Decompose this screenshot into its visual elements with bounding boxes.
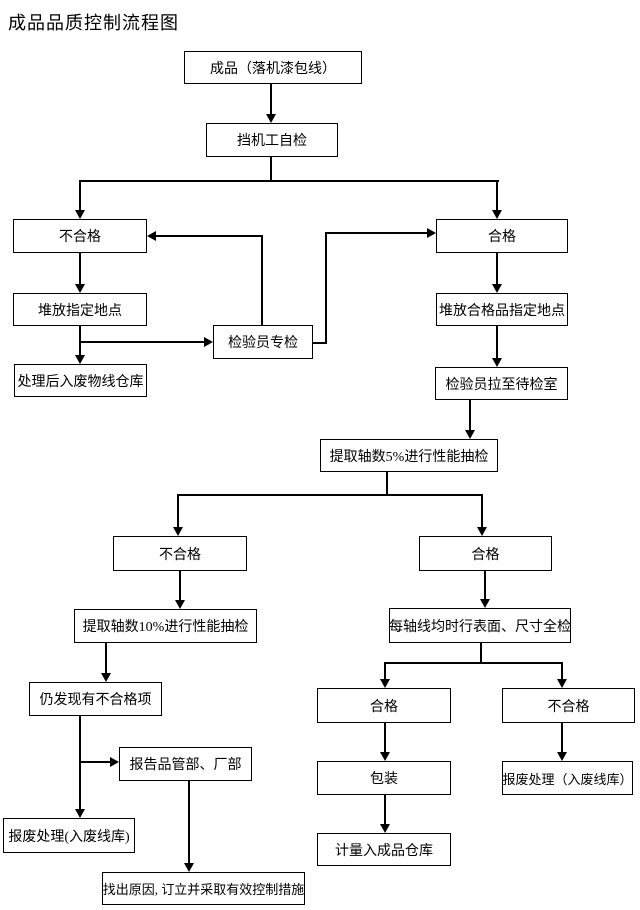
edge-fail1-pile-arrowhead — [75, 284, 85, 293]
edge-pass1-pilequal-line — [496, 253, 498, 285]
edge-split-to-pass2-line — [481, 494, 483, 528]
edge-sample10-stillfail-line — [105, 643, 107, 674]
edge-report-findcause-line — [188, 781, 190, 864]
edge-split-to-fail3-arrowhead — [557, 679, 567, 688]
node-pile-designated: 堆放指定地点 — [13, 293, 147, 326]
edge-split-to-fail1-line — [79, 180, 81, 211]
node-inspector-pull-room: 检验员拉至待检室 — [435, 367, 568, 400]
edge-pile-inspector-line — [79, 341, 205, 343]
node-full-surface-check: 每轴线均时行表面、尺寸全检 — [389, 608, 571, 643]
edge-fullcheck-stem-line — [480, 643, 482, 664]
edge-pile-inspector-arrowhead — [204, 337, 213, 347]
node-pile-qualified: 堆放合格品指定地点 — [436, 293, 568, 326]
edge-inspector-pass1-arrowhead — [427, 228, 436, 238]
edge-pass3-packing-line — [384, 723, 386, 753]
edge-pass2-fullcheck-arrowhead — [480, 599, 490, 608]
node-waste-after-treatment: 处理后入废物线仓库 — [14, 364, 147, 397]
node-inspector-special-check: 检验员专检 — [213, 325, 313, 359]
node-sample-10-percent: 提取轴数10%进行性能抽检 — [74, 609, 257, 643]
edge-inspector-pass1-stub-line — [313, 342, 327, 344]
edge-report-findcause-arrowhead — [184, 863, 194, 872]
edge-product-selfcheck-arrowhead — [266, 114, 276, 123]
edge-split-to-fail2-arrowhead — [173, 527, 183, 536]
node-fail-2: 不合格 — [113, 536, 247, 571]
edge-pass2-fullcheck-line — [484, 571, 486, 600]
node-pass-3: 合格 — [317, 688, 451, 723]
edge-fail3-scrap-line — [561, 723, 563, 753]
node-scrap-right: 报废处理（入废线库） — [502, 761, 633, 795]
edge-product-selfcheck-line — [270, 84, 272, 114]
node-still-fail-items: 仍发现有不合格项 — [29, 682, 162, 716]
edge-stillfail-scrap-arrowhead — [75, 809, 85, 818]
edge-stillfail-report-arrowhead — [110, 757, 119, 767]
node-packing: 包装 — [317, 761, 451, 795]
edge-fail3-scrap-arrowhead — [557, 752, 567, 761]
edge-sample5-stem-line — [386, 472, 388, 496]
edge-packing-weigh-line — [384, 795, 386, 825]
edge-inspector-fail1-vline — [261, 235, 263, 325]
edge-pile-waste-arrowhead — [75, 355, 85, 364]
edge-pilequal-pullroom-line — [496, 326, 498, 359]
node-finished-product: 成品（落机漆包线） — [184, 51, 362, 84]
node-fail-1: 不合格 — [13, 219, 147, 253]
edge-pilequal-pullroom-arrowhead — [492, 358, 502, 367]
edge-split-to-fail1-arrowhead — [75, 210, 85, 219]
node-pass-1: 合格 — [436, 219, 568, 253]
node-find-cause: 找出原因, 订立并采取有效控制措施 — [102, 872, 305, 905]
edge-inspector-fail1-hline — [156, 235, 263, 237]
edge-selfcheck-split-line — [79, 180, 499, 182]
edge-sample10-stillfail-arrowhead — [101, 673, 111, 682]
node-report-depts: 报告品管部、厂部 — [119, 747, 252, 781]
node-fail-3: 不合格 — [502, 688, 635, 723]
edge-pullroom-sample5-arrowhead — [465, 430, 475, 439]
edge-fail2-sample10-arrowhead — [175, 600, 185, 609]
edge-packing-weigh-arrowhead — [380, 824, 390, 833]
edge-pullroom-sample5-line — [469, 400, 471, 431]
edge-pass3-packing-arrowhead — [380, 752, 390, 761]
edge-sample5-split-line — [177, 494, 483, 496]
node-sample-5-percent: 提取轴数5%进行性能抽检 — [320, 439, 498, 472]
edge-split-to-fail2-line — [177, 494, 179, 528]
edge-fail1-pile-line — [79, 253, 81, 285]
edge-split-to-pass3-arrowhead — [380, 679, 390, 688]
node-scrap-left: 报废处理(入废线库) — [3, 818, 135, 853]
node-operator-self-check: 挡机工自检 — [206, 123, 338, 157]
edge-split-to-pass2-arrowhead — [477, 527, 487, 536]
edge-stillfail-report-line — [79, 761, 110, 763]
edge-selfcheck-stem-line — [270, 157, 272, 181]
node-weigh-into-warehouse: 计量入成品仓库 — [317, 833, 451, 866]
edge-split-to-pass1-line — [496, 180, 498, 211]
edge-fullcheck-split-line — [384, 662, 563, 664]
edge-pass1-pilequal-arrowhead — [492, 284, 502, 293]
edge-inspector-fail1-arrowhead — [147, 231, 156, 241]
edge-split-to-pass3-line — [384, 662, 386, 680]
page-title: 成品品质控制流程图 — [8, 13, 179, 33]
edge-split-to-fail3-line — [561, 662, 563, 680]
edge-split-to-pass1-arrowhead — [492, 210, 502, 219]
node-pass-2: 合格 — [419, 536, 552, 571]
edge-inspector-pass1-hline — [325, 232, 427, 234]
edge-fail2-sample10-line — [179, 571, 181, 601]
edge-inspector-pass1-vline — [325, 232, 327, 344]
edge-stillfail-scrap-line — [79, 716, 81, 810]
